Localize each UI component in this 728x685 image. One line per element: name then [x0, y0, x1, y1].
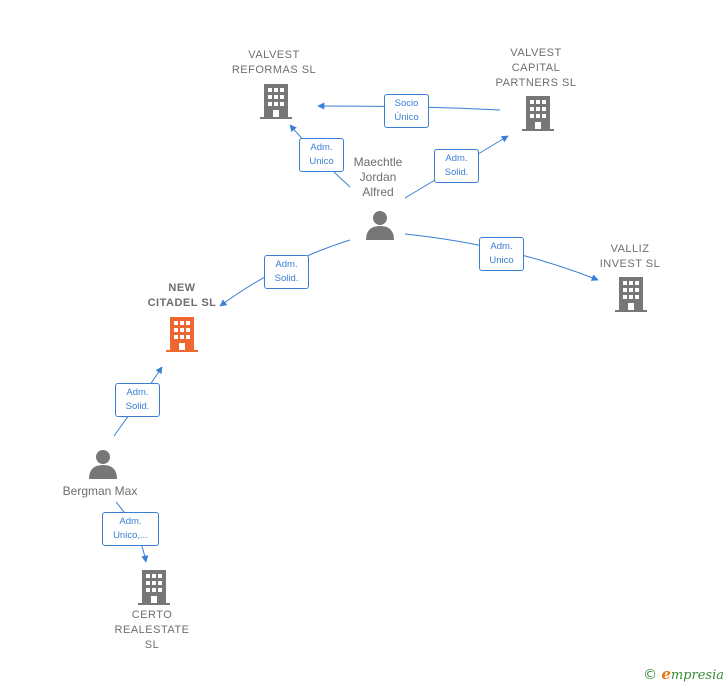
node-label-new-citadel[interactable]: NEW CITADEL SL: [147, 282, 217, 309]
edge-label-socio-unico[interactable]: Socio Único: [384, 94, 429, 128]
person-icon[interactable]: [87, 449, 119, 479]
building-icon-highlighted[interactable]: [166, 317, 198, 353]
node-label-bergman[interactable]: Bergman Max: [62, 484, 138, 498]
brand-name: mpresia: [670, 668, 724, 683]
edge-label-adm-unico-reformas[interactable]: Adm. Unico: [299, 138, 344, 172]
person-icon[interactable]: [364, 210, 396, 240]
building-icon[interactable]: [260, 84, 292, 120]
building-icon[interactable]: [522, 96, 554, 132]
node-label-valvest-capital[interactable]: VALVEST CAPITAL PARTNERS SL: [495, 47, 577, 89]
node-label-certo[interactable]: CERTO REALESTATE SL: [114, 609, 190, 651]
brand-initial: e: [661, 665, 671, 683]
edge-label-adm-solid-citadel-bergman[interactable]: Adm. Solid.: [115, 383, 160, 417]
building-icon[interactable]: [615, 277, 647, 313]
edge-label-adm-solid-citadel-maechtle[interactable]: Adm. Solid.: [264, 255, 309, 289]
edge-label-adm-unico-valliz[interactable]: Adm. Unico: [479, 237, 524, 271]
node-label-valliz[interactable]: VALLIZ INVEST SL: [599, 243, 661, 270]
building-icon[interactable]: [138, 570, 170, 606]
edge-label-adm-solid-capital[interactable]: Adm. Solid.: [434, 149, 479, 183]
copyright-symbol: ©: [643, 667, 658, 683]
node-label-valvest-reformas[interactable]: VALVEST REFORMAS SL: [231, 49, 317, 76]
node-label-maechtle[interactable]: Maechtle Jordan Alfred: [353, 155, 403, 199]
empresia-watermark: © empresia: [643, 665, 724, 683]
edge-label-adm-unico-certo[interactable]: Adm. Unico,...: [102, 512, 159, 546]
